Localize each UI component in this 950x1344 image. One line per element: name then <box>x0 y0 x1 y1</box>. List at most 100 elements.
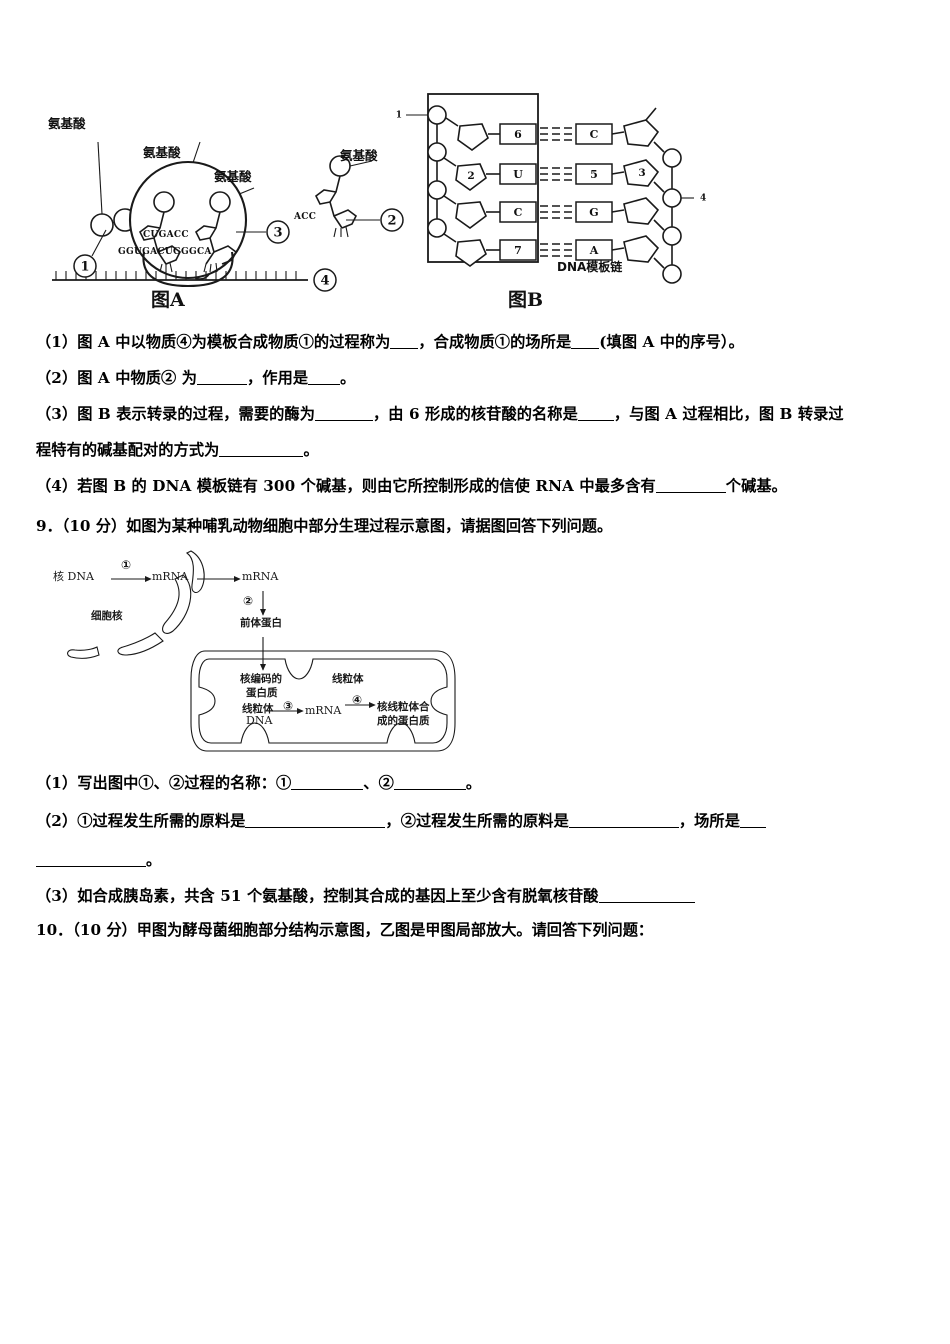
cell-label-mrna-nucleus: mRNA <box>152 570 189 583</box>
question-9-sub-2-line-2: 。 <box>36 850 161 870</box>
q9-sub1-suffix: 。 <box>465 774 482 792</box>
svg-text:3: 3 <box>638 167 645 179</box>
svg-text:4: 4 <box>320 274 329 289</box>
q9-sub1-prefix: （1）写出图中①、②过程的名称：① <box>36 774 292 792</box>
cell-diagram-drawing <box>66 550 456 752</box>
q8-sub2-blank-1[interactable] <box>197 371 248 385</box>
figure-b-rna-base-0: 6 <box>514 128 522 141</box>
q9-sub2-prefix: （2）①过程发生所需的原料是 <box>36 812 246 830</box>
cell-label-precursor-protein: 前体蛋白 <box>240 617 282 629</box>
q9-sub2-blank-4[interactable] <box>36 853 146 867</box>
question-8-sub-3-line-1: （3）图 B 表示转录的过程，需要的酶为，由 6 形成的核苷酸的名称是，与图 A… <box>36 404 844 424</box>
q8-sub3-line2-prefix: 程特有的碱基配对的方式为 <box>36 441 220 459</box>
q8-sub2-suffix: 。 <box>340 369 356 387</box>
figure-a-mrna-sequence: GGUGACUGGGCA <box>118 247 212 257</box>
question-9-diagram: 核 DNA mRNA mRNA ① ② 细胞核 前体蛋白 核编码的 蛋白质 线粒… <box>53 545 495 770</box>
q8-sub3-blank-3[interactable] <box>219 443 304 457</box>
question-8-sub-4: （4）若图 B 的 DNA 模板链有 300 个碱基，则由它所控制形成的信使 R… <box>36 476 787 496</box>
figure-a-label-amino-acid-1: 氨基酸 <box>48 116 86 131</box>
q10-stem-text: 甲图为酵母菌细胞部分结构示意图，乙图是甲图局部放大。请回答下列问题： <box>136 921 654 939</box>
q9-sub1-blank-2[interactable] <box>393 776 466 790</box>
figure-b-dna-base-2: G <box>589 206 598 219</box>
trna-inside-2 <box>194 191 238 273</box>
q8-sub2-blank-2[interactable] <box>308 371 341 385</box>
q9-sub3-blank-1[interactable] <box>598 889 695 903</box>
svg-text:4: 4 <box>700 194 706 204</box>
q9-sub2-blank-3[interactable] <box>740 814 767 828</box>
cell-label-mito-dna-line1: 线粒体 <box>242 703 274 715</box>
question-8-sub-1: （1）图 A 中以物质④为模板合成物质①的过程称为 ，合成物质①的场所是 (填图 A… <box>36 332 744 352</box>
q8-sub1-blank-1[interactable] <box>390 335 419 349</box>
figure-a-label-amino-acid-2: 氨基酸 <box>143 145 181 160</box>
question-9-sub-2-line-1: （2）①过程发生所需的原料是 ，②过程发生所需的原料是 ，场所是 <box>36 811 767 831</box>
cell-label-nuclear-encoded-protein-line2: 蛋白质 <box>246 687 278 699</box>
q9-stem-text: 如图为某种哺乳动物细胞中部分生理过程示意图，请据图回答下列问题。 <box>126 517 613 535</box>
cell-label-nuclear-dna: 核 DNA <box>53 570 94 583</box>
figure-a-label-amino-acid-3: 氨基酸 <box>214 169 252 184</box>
q9-sub1-mid: 、② <box>363 774 394 792</box>
q9-number: 9． <box>36 517 62 535</box>
q9-sub2-mid2: ，场所是 <box>678 812 741 830</box>
question-10-stem: 10．（10 分）甲图为酵母菌细胞部分结构示意图，乙图是甲图局部放大。请回答下列… <box>36 918 653 940</box>
q8-sub1-prefix: （1）图 A 中以物质④为模板合成物质①的过程称为 <box>36 333 391 351</box>
figure-b-drawing: 2 1 <box>396 93 706 284</box>
q8-sub4-blank-1[interactable] <box>655 479 726 493</box>
figure-b-rna-base-1: U <box>513 168 523 181</box>
figure-b-rna-base-3: 7 <box>514 244 522 257</box>
q8-sub4-prefix: （4）若图 B 的 DNA 模板链有 300 个碱基，则由它所控制形成的信使 R… <box>36 477 656 495</box>
q8-sub3-line2-suffix: 。 <box>303 441 319 459</box>
figure-row-a-b: 3 4 1 2 氨基酸 <box>0 0 950 320</box>
figure-b-rna-base-2: C <box>514 206 523 219</box>
question-9-sub-1: （1）写出图中①、②过程的名称：① 、② 。 <box>36 773 481 793</box>
cell-label-nucleus: 细胞核 <box>91 610 123 622</box>
q9-sub3-prefix: （3）如合成胰岛素，共含 51 个氨基酸，控制其合成的基因上至少含有脱氧核苷酸 <box>36 887 599 905</box>
figure-a-label-amino-acid-4: 氨基酸 <box>340 148 378 163</box>
q9-sub2-blank-2[interactable] <box>568 814 679 828</box>
q8-sub3-blank-2[interactable] <box>577 407 614 421</box>
trna-inside-1 <box>138 191 182 273</box>
q8-sub3-prefix: （3）图 B 表示转录的过程，需要的酶为 <box>36 405 315 423</box>
q8-sub1-blank-2[interactable] <box>571 335 600 349</box>
cell-marker-1: ① <box>121 558 132 572</box>
svg-text:1: 1 <box>80 260 89 275</box>
q9-score: （10 分） <box>61 517 127 535</box>
cell-label-mito-protein-line1: 核线粒体合 <box>377 701 430 713</box>
q9-sub1-blank-1[interactable] <box>291 776 364 790</box>
figure-b-dna-base-0: C <box>590 128 599 141</box>
svg-text:3: 3 <box>273 226 282 241</box>
figure-b-caption: 图B <box>508 289 544 311</box>
figure-a-drawing: 3 4 1 2 <box>52 141 404 292</box>
q8-sub1-suffix: (填图 A 中的序号）。 <box>599 333 744 351</box>
q8-sub3-mid2: ，与图 A 过程相比，图 B 转录过 <box>613 405 844 423</box>
figure-a-caption: 图A <box>151 289 185 311</box>
q8-sub4-suffix: 个碱基。 <box>725 477 787 495</box>
figure-b-dna-base-3: A <box>589 244 599 257</box>
cell-label-mrna-cytosol: mRNA <box>242 570 279 583</box>
question-9-sub-3: （3）如合成胰岛素，共含 51 个氨基酸，控制其合成的基因上至少含有脱氧核苷酸 <box>36 886 695 906</box>
q9-sub2-blank-1[interactable] <box>245 814 386 828</box>
figure-a-trna-acc: ACC <box>294 212 317 222</box>
q9-sub2-line2-suffix: 。 <box>146 851 162 869</box>
q8-sub2-prefix: （2）图 A 中物质② 为 <box>36 369 198 387</box>
cell-label-mito-mrna: mRNA <box>305 704 342 717</box>
question-8-sub-2: （2）图 A 中物质② 为 ，作用是 。 <box>36 368 355 388</box>
cell-marker-3: ③ <box>283 699 294 713</box>
q8-sub2-mid: ，作用是 <box>247 369 309 387</box>
figure-b-dna-base-1: 5 <box>590 168 598 181</box>
svg-text:1: 1 <box>396 111 402 121</box>
cell-label-mito-protein-line2: 成的蛋白质 <box>377 715 430 727</box>
cell-marker-4: ④ <box>352 693 363 707</box>
cell-label-mito-dna-line2: DNA <box>246 714 273 727</box>
figure-b-template-strand-label: DNA模板链 <box>557 260 623 274</box>
q8-sub3-blank-1[interactable] <box>314 407 373 421</box>
q8-sub1-mid: ，合成物质①的场所是 <box>418 333 572 351</box>
cell-label-nuclear-encoded-protein-line1: 核编码的 <box>240 673 282 685</box>
cell-marker-2: ② <box>243 594 254 608</box>
figure-a-anticodon-sequence: CUGACC <box>143 230 189 240</box>
free-trna: 2 <box>314 155 404 238</box>
q9-sub2-mid1: ，②过程发生所需的原料是 <box>385 812 569 830</box>
svg-text:2: 2 <box>467 170 474 182</box>
svg-text:2: 2 <box>387 214 396 229</box>
question-9-stem: 9．（10 分）如图为某种哺乳动物细胞中部分生理过程示意图，请据图回答下列问题。 <box>36 514 612 536</box>
